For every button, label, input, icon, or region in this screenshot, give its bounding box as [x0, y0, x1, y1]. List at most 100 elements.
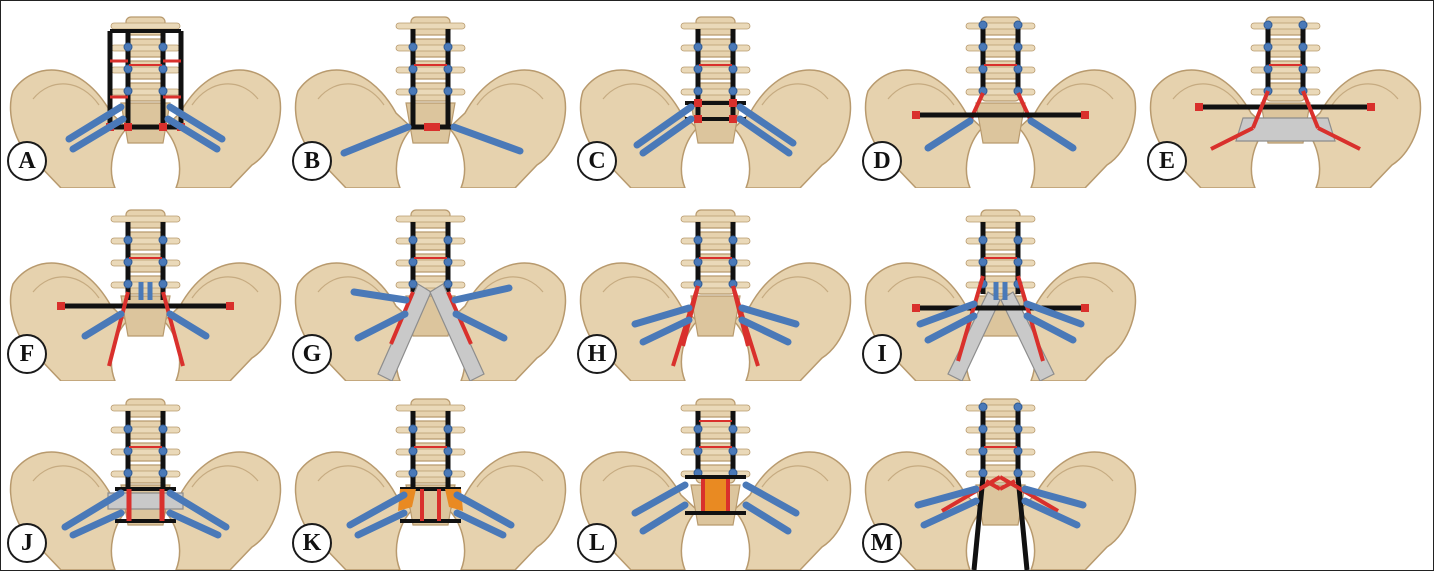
- transverse-process: [966, 471, 1035, 477]
- screw-head: [1014, 447, 1022, 455]
- connector: [912, 304, 920, 312]
- screw-head: [979, 43, 987, 51]
- screw-head: [409, 425, 417, 433]
- transverse-process: [111, 89, 180, 95]
- connector: [226, 302, 234, 310]
- transverse-process: [681, 67, 750, 73]
- screw-head: [444, 65, 452, 73]
- screw-head: [409, 280, 417, 288]
- transverse-process: [396, 405, 465, 411]
- screw-head: [159, 425, 167, 433]
- screw-head: [1014, 65, 1022, 73]
- panel-label: A: [7, 141, 47, 181]
- screw-head: [1264, 21, 1272, 29]
- screw-head: [409, 65, 417, 73]
- panel-e: E: [1143, 3, 1428, 188]
- transverse-process: [681, 238, 750, 244]
- panel-c: C: [573, 3, 858, 188]
- screw-head: [409, 236, 417, 244]
- connector: [424, 123, 432, 131]
- panel-label: G: [292, 334, 332, 374]
- transverse-process: [966, 427, 1035, 433]
- transverse-process: [111, 45, 180, 51]
- panel-h: H: [573, 196, 858, 381]
- screw-head: [444, 43, 452, 51]
- transverse-process: [1251, 89, 1320, 95]
- screw-head: [979, 236, 987, 244]
- right-ilium: [449, 452, 565, 570]
- screw-head: [979, 258, 987, 266]
- panel-label: L: [577, 523, 617, 563]
- screw-head: [444, 469, 452, 477]
- right-ilium: [1019, 452, 1135, 570]
- transverse-process: [111, 405, 180, 411]
- panel-label: M: [862, 523, 902, 563]
- panel-k: K: [288, 385, 573, 570]
- screw-head: [729, 258, 737, 266]
- screw-head: [694, 43, 702, 51]
- screw-head: [1264, 65, 1272, 73]
- screw-head: [979, 403, 987, 411]
- connector: [1081, 111, 1089, 119]
- panel-m: M: [858, 385, 1143, 570]
- transverse-process: [111, 282, 180, 288]
- screw-head: [444, 236, 452, 244]
- screw-head: [694, 425, 702, 433]
- transverse-process: [966, 282, 1035, 288]
- screw-head: [159, 280, 167, 288]
- screw-head: [124, 469, 132, 477]
- connector: [124, 123, 132, 131]
- screw-head: [444, 280, 452, 288]
- panel-label: C: [577, 141, 617, 181]
- cage: [705, 479, 727, 511]
- transverse-process: [111, 67, 180, 73]
- transverse-process: [111, 216, 180, 222]
- screw-head: [124, 258, 132, 266]
- screw-head: [1299, 65, 1307, 73]
- connector: [1195, 103, 1203, 111]
- transverse-process: [396, 238, 465, 244]
- screw-head: [409, 43, 417, 51]
- panel-label: H: [577, 334, 617, 374]
- sacrum: [691, 296, 740, 336]
- screw-head: [124, 236, 132, 244]
- transverse-process: [396, 89, 465, 95]
- transverse-process: [111, 260, 180, 266]
- panel-label: B: [292, 141, 332, 181]
- screw-head: [1264, 43, 1272, 51]
- transverse-process: [966, 405, 1035, 411]
- transverse-process: [681, 282, 750, 288]
- panel-label: I: [862, 334, 902, 374]
- transverse-process: [681, 23, 750, 29]
- screw-head: [979, 447, 987, 455]
- screw-head: [409, 87, 417, 95]
- transverse-process: [111, 238, 180, 244]
- panel-j: J: [3, 385, 288, 570]
- screw-head: [1014, 425, 1022, 433]
- screw-head: [409, 447, 417, 455]
- screw-head: [159, 469, 167, 477]
- screw-head: [1014, 21, 1022, 29]
- transverse-process: [966, 89, 1035, 95]
- screw-head: [694, 87, 702, 95]
- connector: [694, 99, 702, 107]
- screw-head: [124, 87, 132, 95]
- screw-head: [694, 65, 702, 73]
- screw-head: [1299, 43, 1307, 51]
- panel-d: D: [858, 3, 1143, 188]
- screw-head: [979, 469, 987, 477]
- panel-label: E: [1147, 141, 1187, 181]
- connector: [694, 115, 702, 123]
- panel-label: J: [7, 523, 47, 563]
- panel-label: D: [862, 141, 902, 181]
- screw-head: [729, 447, 737, 455]
- screw-head: [1014, 403, 1022, 411]
- connector: [1081, 304, 1089, 312]
- panel-label: K: [292, 523, 332, 563]
- transverse-process: [681, 449, 750, 455]
- screw-head: [159, 65, 167, 73]
- right-ilium: [164, 452, 280, 570]
- panel-label: F: [7, 334, 47, 374]
- transverse-process: [396, 23, 465, 29]
